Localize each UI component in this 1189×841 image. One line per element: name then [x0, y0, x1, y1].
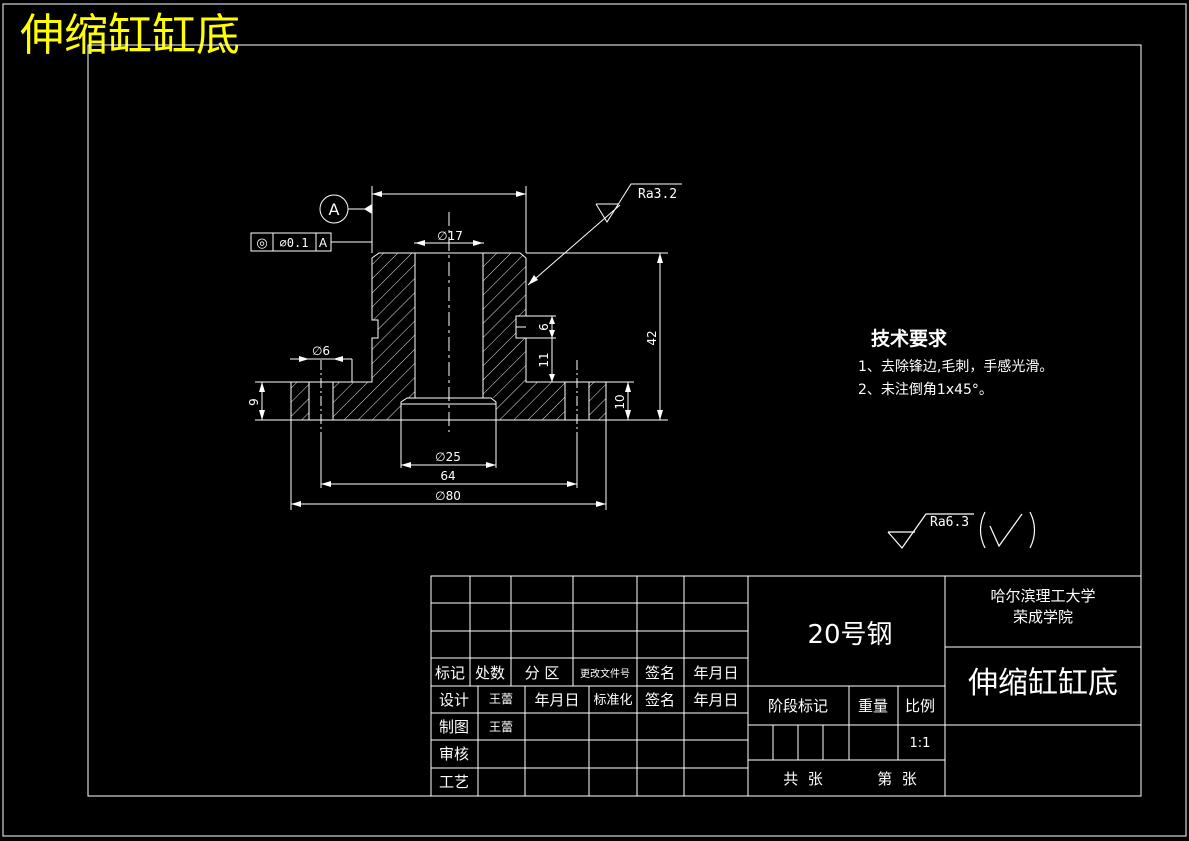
tech-item-1: 1、去除锋边,毛刺，手感光滑。	[858, 358, 1053, 375]
scale-label: 比例	[905, 697, 935, 715]
rev-header-count: 处数	[475, 664, 505, 682]
weight-label: 重量	[858, 697, 888, 715]
tech-item-2: 2、未注倒角1x45°。	[858, 382, 993, 398]
drawing-title: 伸缩缸缸底	[20, 10, 240, 61]
dim-bore-dia: ∅25	[435, 450, 461, 464]
sheet-number: 第 张	[877, 770, 917, 788]
review-label: 审核	[439, 745, 469, 763]
stage-label: 阶段标记	[768, 697, 828, 715]
title-block	[430, 575, 1142, 797]
rev-header-mark: 标记	[435, 664, 465, 682]
roughness-general-icon	[887, 511, 1036, 549]
standard-label: 标准化	[593, 693, 632, 708]
design-date-label: 年月日	[534, 691, 579, 709]
dim-height-6: 6	[537, 323, 551, 331]
rev-header-sign: 签名	[645, 664, 675, 682]
dim-pitch: 64	[440, 469, 455, 483]
dim-outer-dia: ∅80	[435, 489, 461, 503]
dim-height-9: 9	[247, 398, 261, 406]
hatch-left	[291, 253, 415, 420]
tech-heading: 技术要求	[871, 327, 948, 350]
date-label-2: 年月日	[693, 691, 738, 709]
rev-header-doc: 更改文件号	[580, 667, 630, 680]
rev-header-date: 年月日	[693, 664, 738, 682]
process-label: 工艺	[439, 773, 469, 791]
part-name: 伸缩缸缸底	[968, 666, 1118, 701]
design-label: 设计	[439, 691, 469, 709]
hatch-right	[483, 253, 606, 420]
outer-frame	[2, 3, 1187, 837]
tol-datum: A	[319, 236, 328, 250]
total-sheets: 共 张	[783, 770, 823, 788]
dim-small-hole: ∅6	[312, 344, 330, 358]
dim-height-11: 11	[537, 352, 551, 367]
sign-label: 签名	[645, 691, 675, 709]
school-line-1: 哈尔滨理工大学	[990, 587, 1095, 605]
roughness-rest: Ra6.3	[930, 515, 969, 530]
rev-header-zone: 分 区	[525, 664, 560, 682]
draw-label: 制图	[439, 718, 469, 736]
dim-top-dia: ∅17	[437, 229, 463, 243]
roughness-top: Ra3.2	[638, 187, 677, 202]
part-section-view	[250, 183, 682, 510]
dim-height-10: 10	[613, 394, 627, 409]
drafter-name: 王蕾	[489, 720, 513, 734]
designer-name: 王蕾	[489, 692, 513, 706]
tol-value: ∅0.1	[280, 236, 309, 250]
dim-height-42: 42	[645, 330, 659, 345]
scale-value: 1:1	[910, 736, 931, 751]
school-line-2: 荣成学院	[1013, 608, 1073, 626]
tol-symbol: ◎	[256, 236, 267, 251]
material: 20号钢	[807, 620, 892, 650]
datum-label: A	[329, 200, 340, 219]
